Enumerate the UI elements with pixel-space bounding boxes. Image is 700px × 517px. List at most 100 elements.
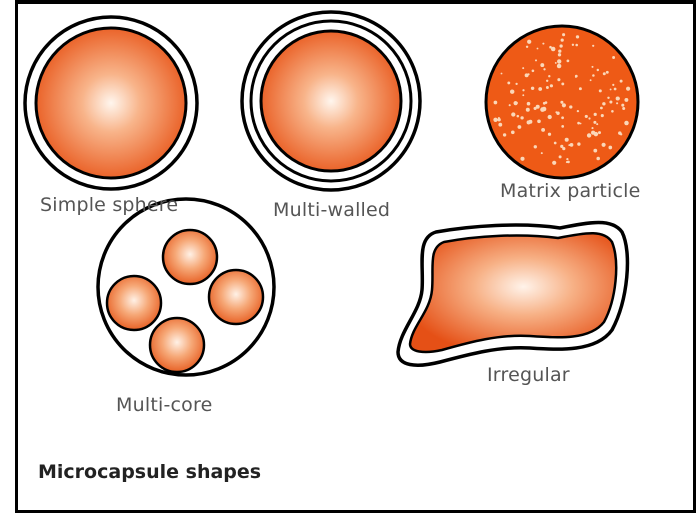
core-bottom: [150, 318, 204, 372]
matrix-speckle: [621, 104, 624, 107]
core-left: [107, 276, 161, 330]
irregular-shape: [398, 223, 627, 366]
matrix-speckle: [522, 94, 524, 96]
matrix-speckle: [517, 115, 520, 118]
simple-sphere-shape: [25, 17, 197, 189]
matrix-speckle: [541, 152, 543, 154]
matrix-speckle: [527, 102, 531, 106]
matrix-speckle: [546, 80, 548, 82]
matrix-speckle: [511, 130, 515, 134]
matrix-speckle: [527, 120, 531, 124]
matrix-speckle: [510, 89, 514, 93]
matrix-speckle: [624, 98, 628, 102]
matrix-speckle: [503, 133, 506, 136]
matrix-speckle: [537, 119, 541, 123]
matrix-speckle: [567, 60, 570, 63]
matrix-speckle: [593, 121, 596, 124]
matrix-speckle: [542, 107, 547, 112]
matrix-speckle: [616, 102, 618, 104]
matrix-speckle: [599, 89, 602, 92]
matrix-speckle: [568, 144, 570, 146]
matrix-speckle: [554, 142, 557, 145]
matrix-speckle: [561, 116, 564, 119]
matrix-speckle: [526, 108, 530, 112]
matrix-speckle: [596, 157, 600, 161]
matrix-speckle: [588, 117, 590, 119]
matrix-speckle: [587, 133, 591, 137]
matrix-speckle: [532, 69, 535, 72]
matrix-speckle: [541, 128, 545, 132]
matrix-speckle: [546, 86, 549, 89]
matrix-speckle: [611, 110, 614, 113]
matrix-speckle: [540, 63, 544, 67]
multi-core-label: Multi-core: [116, 394, 212, 416]
matrix-speckle: [558, 53, 561, 56]
matrix-speckle: [552, 161, 556, 165]
matrix-speckle: [591, 66, 593, 68]
matrix-speckle: [551, 47, 556, 52]
matrix-speckle: [548, 75, 550, 77]
matrix-speckle: [543, 68, 545, 70]
matrix-speckle: [526, 46, 528, 48]
matrix-speckle: [535, 59, 537, 61]
irregular-label: Irregular: [487, 364, 570, 386]
matrix-speckle: [572, 44, 574, 46]
matrix-speckle: [542, 43, 544, 45]
matrix-speckle: [559, 44, 562, 47]
matrix-speckle: [579, 87, 582, 90]
matrix-speckle: [618, 97, 620, 99]
matrix-speckle: [593, 149, 597, 153]
matrix-speckle: [620, 80, 623, 83]
matrix-speckle: [538, 87, 542, 91]
matrix-speckle: [592, 45, 594, 47]
matrix-speckle: [515, 83, 517, 85]
multi-walled-shape: [242, 12, 420, 190]
matrix-speckle: [597, 69, 599, 71]
matrix-speckle: [614, 88, 617, 91]
matrix-speckle: [509, 104, 511, 106]
matrix-speckle: [569, 105, 572, 108]
matrix-speckle: [527, 40, 531, 44]
matrix-speckle: [591, 131, 595, 135]
matrix-speckle: [534, 107, 537, 110]
core-right: [209, 270, 263, 324]
matrix-speckle: [498, 117, 500, 119]
matrix-speckle: [555, 62, 557, 64]
matrix-speckle: [543, 102, 546, 105]
matrix-speckle: [537, 48, 539, 50]
matrix-speckle: [514, 101, 517, 104]
matrix-speckle: [531, 87, 534, 90]
matrix-speckle: [557, 78, 560, 81]
matrix-speckle: [501, 73, 503, 75]
matrix-speckle: [590, 79, 592, 81]
matrix-speckle: [577, 122, 580, 125]
matrix-speckle: [624, 121, 629, 126]
matrix-speckle: [557, 59, 561, 63]
matrix-speckle: [577, 142, 580, 145]
matrix-speckle: [567, 161, 570, 164]
matrix-speckle: [511, 112, 515, 116]
matrix-speckle: [498, 123, 502, 127]
matrix-speckle: [609, 100, 612, 103]
matrix-speckle: [602, 102, 605, 105]
matrix-speckle: [494, 101, 498, 105]
matrix-speckle: [528, 73, 530, 75]
matrix-speckle: [507, 81, 510, 84]
matrix-speckle: [602, 143, 606, 147]
matrix-speckle: [522, 89, 524, 91]
matrix-speckle: [575, 44, 578, 47]
matrix-speckle: [596, 123, 598, 125]
matrix-speckle: [550, 84, 553, 87]
matrix-speckle: [600, 107, 603, 110]
matrix-speckle: [561, 82, 564, 85]
figure-caption: Microcapsule shapes: [38, 461, 261, 483]
matrix-speckle: [622, 107, 625, 110]
matrix-speckle: [577, 110, 579, 112]
matrix-speckle: [559, 155, 562, 158]
matrix-speckle: [565, 138, 569, 142]
matrix-speckle: [520, 157, 524, 161]
matrix-speckle: [561, 39, 564, 42]
multi-core-shape: [98, 199, 274, 375]
matrix-speckle: [560, 145, 563, 148]
